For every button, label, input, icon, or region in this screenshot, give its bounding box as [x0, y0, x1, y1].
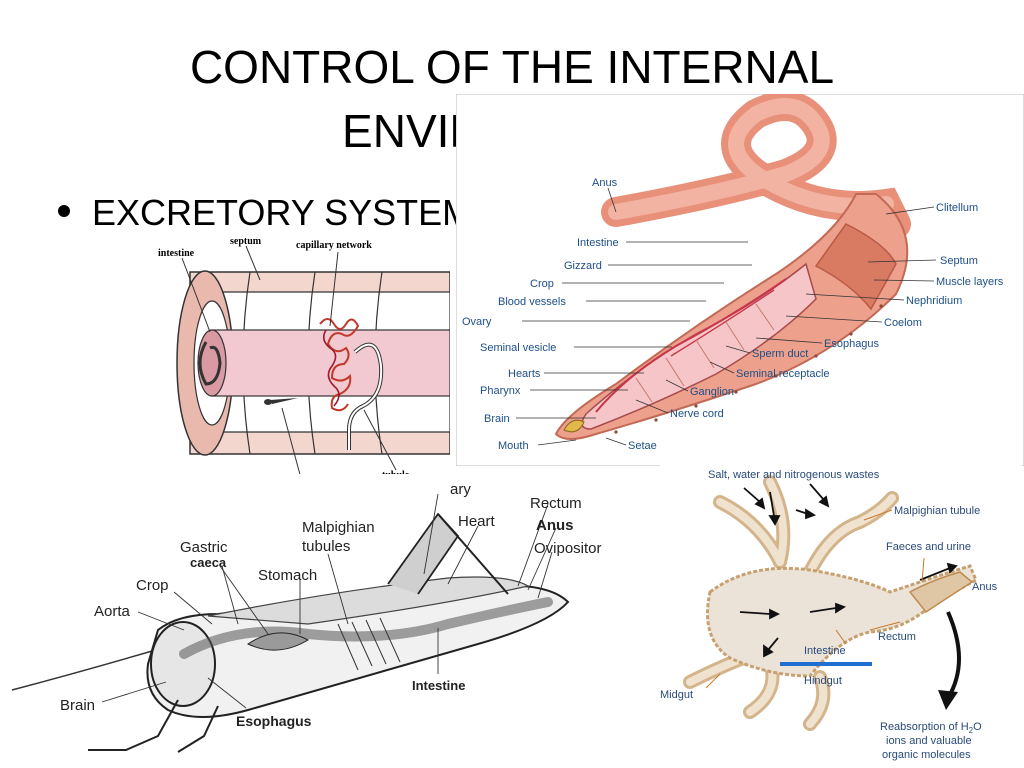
bullet-item: EXCRETORY SYSTEMS — [58, 192, 496, 234]
gh-label-anus: Anus — [536, 517, 574, 534]
mt-label-reabsorption-line-3: organic molecules — [882, 749, 971, 761]
ew-label-hearts: Hearts — [508, 368, 541, 380]
gh-label-rectum: Rectum — [530, 495, 582, 512]
ew-label-setae: Setae — [628, 440, 657, 452]
label-capillary-network: capillary network — [296, 240, 372, 251]
ew-label-blood-vessels: Blood vessels — [498, 296, 566, 308]
ew-label-clitellum: Clitellum — [936, 202, 978, 214]
mt-label-hindgut: Hindgut — [804, 675, 842, 687]
mt-label-reabsorption-line-1: Reabsorption of H2O — [880, 721, 982, 735]
gh-label-heart: Heart — [458, 513, 496, 530]
nephridium-diagram: intestine septum capillary network nephr… — [150, 236, 450, 494]
gh-label-ary: ary — [450, 481, 471, 498]
mt-label-faeces: Faeces and urine — [886, 541, 971, 553]
label-septum: septum — [230, 236, 262, 247]
bullet-dot-icon — [58, 205, 70, 218]
ew-label-gizzard: Gizzard — [564, 260, 602, 272]
gh-label-intestine: Intestine — [412, 678, 465, 693]
ew-label-mouth: Mouth — [498, 440, 529, 452]
ew-label-pharynx: Pharynx — [480, 385, 521, 397]
mt-label-midgut: Midgut — [660, 689, 693, 701]
gh-label-tubules: tubules — [302, 538, 350, 555]
mt-label-rectum: Rectum — [878, 631, 916, 643]
gh-label-brain: Brain — [60, 697, 95, 714]
ew-label-seminal-vesicle: Seminal vesicle — [480, 342, 556, 354]
gh-label-aorta: Aorta — [94, 603, 131, 620]
gh-label-gastric: Gastric — [180, 539, 228, 556]
ew-label-seminal-receptacle: Seminal receptacle — [736, 368, 830, 380]
ew-label-ovary: Ovary — [462, 316, 492, 328]
grasshopper-diagram: ary Rectum Anus Heart Ovipositor Malpigh… — [8, 474, 648, 766]
gh-label-caeca: caeca — [190, 555, 227, 570]
earthworm-diagram: Anus Intestine Gizzard Crop Blood vessel… — [456, 94, 1024, 466]
ew-label-coelom: Coelom — [884, 317, 922, 329]
mt-label-intestine: Intestine — [804, 645, 846, 657]
gh-label-crop: Crop — [136, 577, 169, 594]
mt-label-tubule: Malpighian tubule — [894, 505, 980, 517]
gh-label-ovipositor: Ovipositor — [534, 540, 602, 557]
mt-label-anus: Anus — [972, 581, 998, 593]
ew-label-brain: Brain — [484, 413, 510, 425]
ew-label-crop: Crop — [530, 278, 554, 290]
label-intestine: intestine — [158, 248, 195, 259]
gh-label-stomach: Stomach — [258, 567, 317, 584]
ew-label-sperm-duct: Sperm duct — [752, 348, 808, 360]
ew-label-septum: Septum — [940, 255, 978, 267]
bullet-text: EXCRETORY SYSTEMS — [92, 192, 497, 233]
gh-label-esophagus: Esophagus — [236, 713, 312, 729]
malpighian-diagram: Salt, water and nitrogenous wastes Malpi… — [660, 462, 1022, 766]
mt-label-reabsorption-line-2: ions and valuable — [886, 735, 972, 747]
ew-label-intestine: Intestine — [577, 237, 619, 249]
ew-label-esophagus: Esophagus — [824, 338, 880, 350]
ew-label-nephridium: Nephridium — [906, 295, 962, 307]
slide-title-line-1: CONTROL OF THE INTERNAL — [189, 41, 835, 93]
ew-label-muscle-layers: Muscle layers — [936, 276, 1004, 288]
ew-label-anus: Anus — [592, 177, 618, 189]
ew-label-ganglion: Ganglion — [690, 386, 734, 398]
mt-label-salt: Salt, water and nitrogenous wastes — [708, 469, 880, 481]
ew-label-nerve-cord: Nerve cord — [670, 408, 724, 420]
gh-label-malpighian: Malpighian — [302, 519, 375, 536]
